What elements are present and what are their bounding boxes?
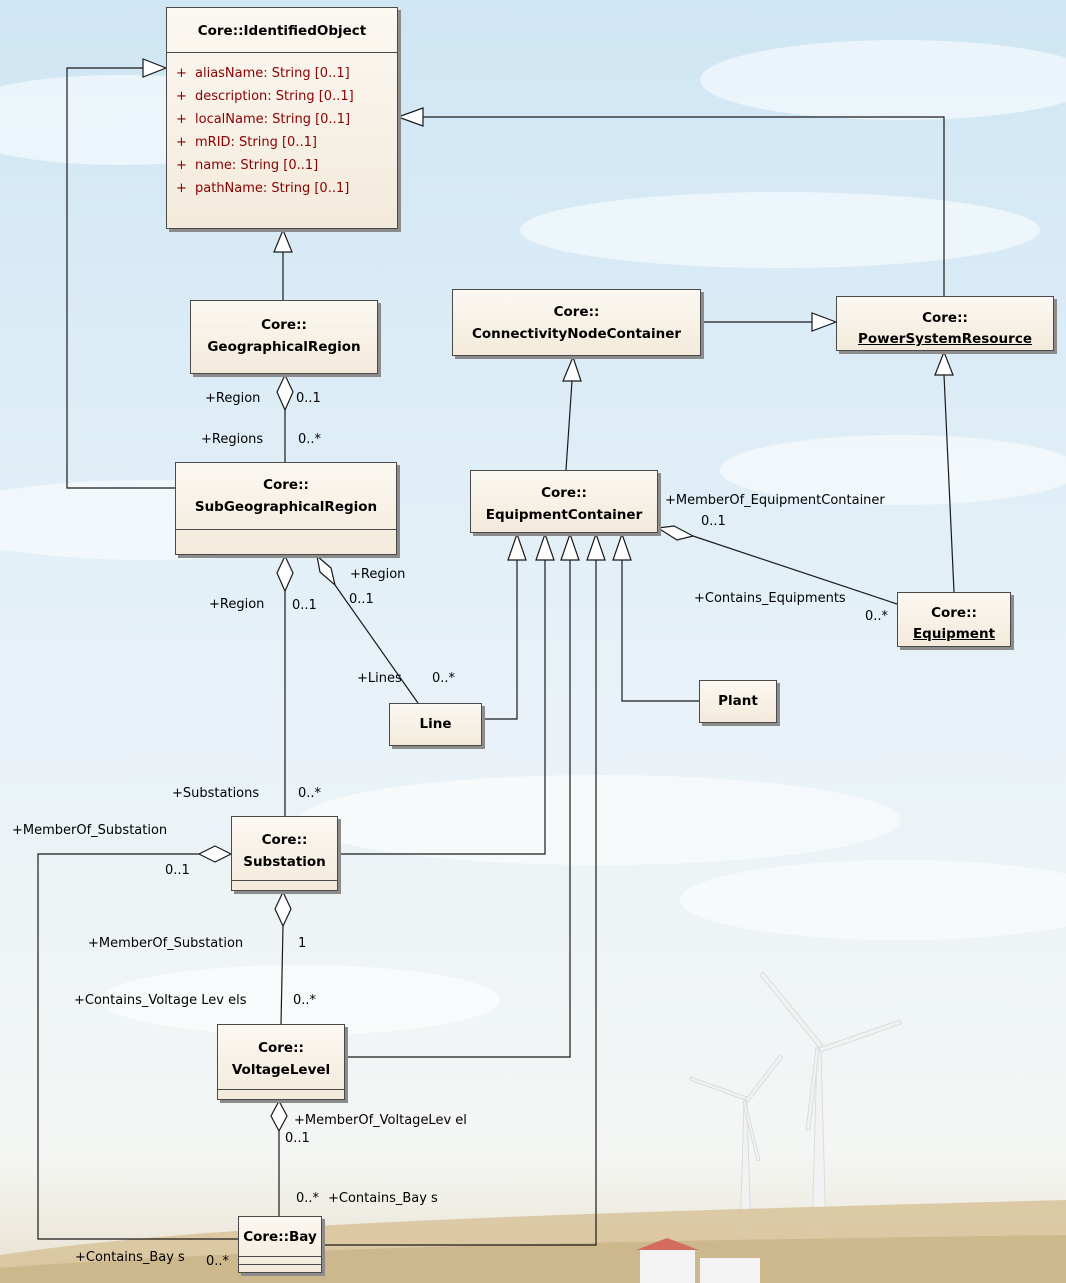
class-name: EquipmentContainer <box>485 507 643 523</box>
multiplicity-label: 0..* <box>296 1191 320 1206</box>
class-stereotype: Core:: <box>258 1040 304 1056</box>
class-name: Line <box>419 716 452 732</box>
multiplicity-label: 0..1 <box>296 391 321 406</box>
class-stereotype: Core:: <box>541 485 587 501</box>
role-label: +Region <box>209 597 265 612</box>
multiplicity-label: 0..1 <box>165 863 190 878</box>
role-label: +MemberOf_Substation <box>88 936 244 951</box>
attribute-row: +aliasName: String [0..1] <box>176 66 350 81</box>
role-label: +Contains_Voltage Lev els <box>74 993 247 1008</box>
class-identified-object[interactable]: Core::IdentifiedObject +aliasName: Strin… <box>166 7 398 229</box>
class-name: GeographicalRegion <box>207 339 361 355</box>
multiplicity-label: 0..* <box>293 993 317 1008</box>
attribute-compartment: +aliasName: String [0..1] +description: … <box>167 52 397 200</box>
multiplicity-label: 0..* <box>298 786 322 801</box>
class-name: ConnectivityNodeContainer <box>471 326 682 342</box>
empty-compartment <box>239 1264 321 1272</box>
class-name: Substation <box>243 854 326 870</box>
role-label: +MemberOf_Substation <box>12 823 168 838</box>
class-name: Core::Bay <box>243 1229 317 1245</box>
class-power-system-resource[interactable]: Core:: PowerSystemResource <box>836 296 1054 351</box>
role-label: +MemberOf_VoltageLev el <box>294 1113 467 1128</box>
multiplicity-label: 0..* <box>206 1254 230 1269</box>
farmhouse-decoration <box>636 1238 760 1283</box>
class-sub-geographical-region[interactable]: Core:: SubGeographicalRegion <box>175 462 397 555</box>
role-label: +Contains_Equipments <box>694 591 846 606</box>
attribute-row: +localName: String [0..1] <box>176 112 351 127</box>
class-stereotype: Core:: <box>553 304 600 320</box>
class-equipment-container[interactable]: Core:: EquipmentContainer <box>470 470 658 533</box>
class-stereotype: Core:: <box>922 310 968 326</box>
class-name: PowerSystemResource <box>858 331 1032 347</box>
attribute-row: +name: String [0..1] <box>176 158 319 173</box>
attribute-row: +pathName: String [0..1] <box>176 181 350 196</box>
empty-compartment <box>218 1089 344 1099</box>
role-label: +Substations <box>172 786 260 801</box>
multiplicity-label: 0..1 <box>701 514 726 529</box>
class-stereotype: Core:: <box>261 832 308 848</box>
class-substation[interactable]: Core:: Substation <box>231 816 338 891</box>
class-stereotype: Core:: <box>931 605 977 621</box>
wind-turbine-decoration <box>689 971 902 1241</box>
role-label: +Regions <box>201 432 264 447</box>
class-stereotype: Core:: <box>263 477 309 493</box>
role-label: +Contains_Bay s <box>75 1250 185 1265</box>
attribute-row: +mRID: String [0..1] <box>176 135 317 150</box>
multiplicity-label: 0..* <box>865 609 889 624</box>
class-name: Core::IdentifiedObject <box>197 23 367 39</box>
class-connectivity-node-container[interactable]: Core:: ConnectivityNodeContainer <box>452 289 701 356</box>
multiplicity-label: 0..1 <box>285 1131 310 1146</box>
empty-compartment <box>239 1256 321 1264</box>
class-plant[interactable]: Plant <box>699 680 777 723</box>
multiplicity-label: 0..1 <box>349 592 374 607</box>
class-geographical-region[interactable]: Core:: GeographicalRegion <box>190 300 378 374</box>
class-name: SubGeographicalRegion <box>194 499 378 515</box>
class-line[interactable]: Line <box>389 703 482 746</box>
multiplicity-label: 0..* <box>432 671 456 686</box>
multiplicity-label: 0..1 <box>292 598 317 613</box>
empty-compartment <box>176 529 396 554</box>
class-stereotype: Core:: <box>261 317 307 333</box>
multiplicity-label: 0..* <box>298 432 322 447</box>
attribute-row: +description: String [0..1] <box>176 89 354 104</box>
role-label: +Lines <box>357 671 402 686</box>
class-name: Equipment <box>912 626 996 642</box>
role-label: +Region <box>205 391 261 406</box>
class-name: Plant <box>718 693 758 709</box>
class-equipment[interactable]: Core:: Equipment <box>897 592 1011 647</box>
class-bay[interactable]: Core::Bay <box>238 1216 322 1273</box>
multiplicity-label: 1 <box>298 936 307 951</box>
role-label: +Region <box>350 567 406 582</box>
class-voltage-level[interactable]: Core:: VoltageLevel <box>217 1024 345 1100</box>
class-name: VoltageLevel <box>231 1062 331 1078</box>
empty-compartment <box>232 880 337 890</box>
role-label: +Contains_Bay s <box>328 1191 438 1206</box>
role-label: +MemberOf_EquipmentContainer <box>665 493 885 508</box>
